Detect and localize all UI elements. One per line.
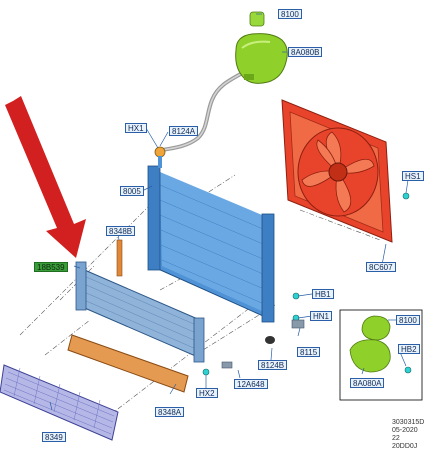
label-8a080b: 8A080B (288, 47, 323, 57)
label-8348b: 8348B (106, 226, 136, 236)
expansion-tank (235, 11, 288, 84)
label-hn1: HN1 (310, 311, 333, 321)
radiator (147, 146, 275, 323)
label-8124a: 8124A (169, 126, 199, 136)
intercooler (75, 261, 205, 363)
label-8115: 8115 (297, 347, 321, 357)
grille-panel (0, 364, 119, 441)
air-deflector (67, 334, 189, 393)
stamp-line-1: 3030315D (392, 419, 425, 426)
coolant-hose (161, 68, 249, 152)
label-8c607: 8C607 (366, 262, 396, 272)
label-12a648: 12A648 (234, 379, 268, 389)
label-8348a: 8348A (155, 407, 185, 417)
insulator-strip (116, 239, 123, 277)
label-8124b: 8124B (258, 360, 288, 370)
cooling-fan (281, 99, 393, 243)
label-8100-inset: 8100 (396, 315, 420, 325)
label-8349: 8349 (42, 432, 66, 442)
fittings (202, 192, 410, 376)
label-8005: 8005 (120, 186, 144, 196)
label-hb2: HB2 (398, 344, 420, 354)
drawing-stamp: 3030315D 05-2020 22 20DD0J (392, 419, 427, 451)
label-hx2: HX2 (196, 388, 218, 398)
label-hs1: HS1 (402, 171, 424, 181)
label-18b539: 18B539 (34, 262, 68, 272)
label-hb1: HB1 (312, 289, 334, 299)
red-arrow (5, 96, 86, 258)
stamp-line-3: 20DD0J (392, 443, 418, 450)
label-hx1: HX1 (125, 123, 147, 133)
label-8a080a: 8A080A (350, 378, 385, 388)
label-8100: 8100 (278, 9, 302, 19)
stamp-line-2: 05-2020 22 (392, 427, 418, 442)
